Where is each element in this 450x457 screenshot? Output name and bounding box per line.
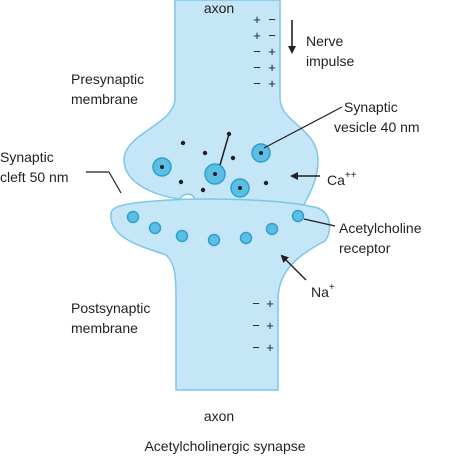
svg-text:+: + [268, 76, 276, 91]
axon-bottom-label: axon [204, 408, 234, 424]
postsynaptic-terminal [110, 198, 331, 391]
synaptic-cleft-label: Synaptic cleft 50 nm [0, 149, 68, 185]
svg-text:−: − [253, 60, 261, 75]
acetylcholine-receptors [126, 209, 305, 247]
svg-text:−: − [252, 296, 260, 311]
sodium-ion-label: Na+ [311, 282, 335, 300]
svg-text:+: + [266, 340, 274, 355]
svg-text:−: − [253, 44, 261, 59]
synaptic-vesicle-label: Synaptic vesicle 40 nm [334, 99, 420, 135]
svg-text:+: + [268, 60, 276, 75]
sodium-arrow [280, 254, 307, 281]
calcium-ion-label: Ca++ [327, 170, 357, 188]
cleft-pointer-diag [108, 171, 122, 194]
svg-text:−: − [252, 318, 260, 333]
svg-text:−: − [252, 340, 260, 355]
receptor-pointer [303, 218, 336, 227]
synaptic-vesicle [230, 178, 250, 198]
figure-caption: Acetylcholinergic synapse [144, 438, 305, 454]
svg-text:−: − [253, 76, 261, 91]
postsynaptic-charges-right: + + + [266, 296, 274, 355]
presynaptic-charges-left: + + − − − [253, 12, 261, 91]
svg-text:−: − [268, 12, 276, 27]
svg-text:+: + [266, 296, 274, 311]
postsynaptic-membrane-label: Postsynaptic membrane [71, 300, 154, 336]
presynaptic-terminal [123, 0, 319, 214]
svg-text:+: + [266, 318, 274, 333]
presynaptic-charges-right: − − + + + [268, 12, 276, 91]
acetylcholine-receptor-label: Acetylcholine receptor [339, 220, 425, 256]
nerve-impulse-label: Nerve impulse [306, 33, 354, 69]
vesicle-pointer [263, 106, 343, 149]
presynaptic-membrane-label: Presynaptic membrane [71, 71, 148, 107]
acetylcholine-molecules [178, 131, 269, 193]
synaptic-vesicle [204, 163, 226, 185]
synaptic-vesicle [152, 157, 172, 177]
postsynaptic-charges-left: − − − [252, 296, 260, 355]
svg-text:−: − [268, 28, 276, 43]
axon-top-label: axon [204, 0, 234, 16]
svg-text:+: + [268, 44, 276, 59]
synaptic-vesicle [251, 143, 271, 163]
svg-text:+: + [253, 28, 261, 43]
svg-text:+: + [253, 12, 261, 27]
